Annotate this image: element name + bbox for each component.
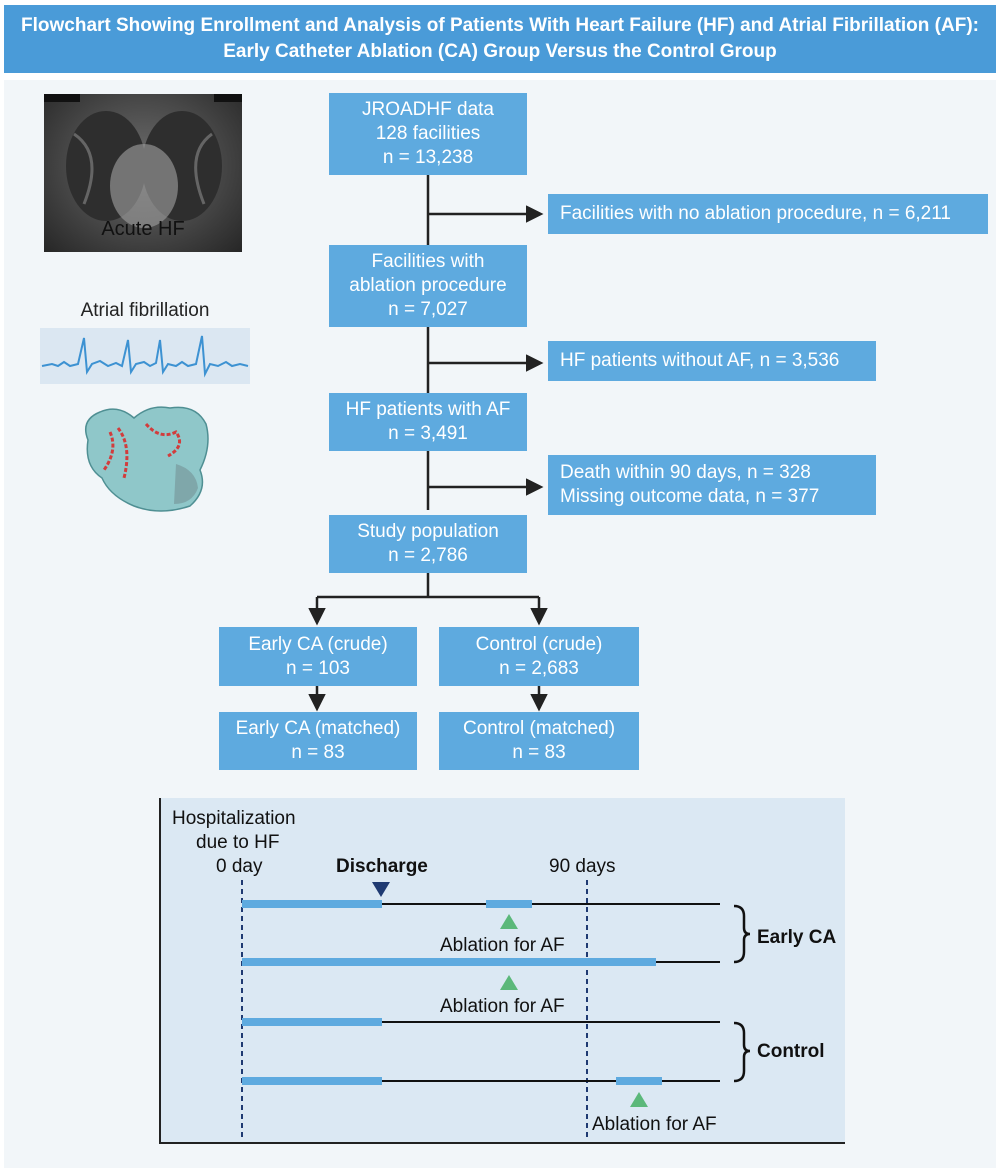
- box-jroadhf-line3: n = 13,238: [382, 147, 474, 168]
- box-study-line1: Study population: [357, 521, 499, 542]
- box-facilities-line1: Facilities with: [371, 251, 485, 272]
- box-hf-af-line1: HF patients with AF: [345, 399, 511, 420]
- box-facilities-line2: ablation procedure: [349, 275, 507, 296]
- ablation-triangle-icon: [500, 914, 518, 929]
- chest-xray-image: Acute HF: [44, 94, 242, 252]
- control-matched-line1: Control (matched): [462, 718, 616, 739]
- ablation-triangle-icon: [500, 975, 518, 990]
- discharge-triangle-icon: [372, 882, 390, 897]
- box-hf-with-af: HF patients with AF n = 3,491: [329, 393, 527, 451]
- hospitalization-label-line1: Hospitalization: [172, 808, 296, 829]
- row2-hospital-bar: [242, 958, 656, 966]
- box-early-ca-matched: Early CA (matched) n = 83: [219, 712, 417, 770]
- box-jroadhf-line2: 128 facilities: [375, 123, 481, 144]
- box-jroadhf-data: JROADHF data 128 facilities n = 13,238: [329, 93, 527, 175]
- exclusion-3-line1: Death within 90 days, n = 328: [560, 462, 811, 483]
- row4-hospital-bar: [242, 1077, 382, 1085]
- box-study-population: Study population n = 2,786: [329, 515, 527, 573]
- ablation-label-3: Ablation for AF: [592, 1114, 717, 1135]
- ablation-triangle-icon: [630, 1092, 648, 1107]
- brace-control-icon: [733, 1021, 751, 1083]
- box-jroadhf-line1: JROADHF data: [362, 99, 494, 120]
- group-early-ca-label: Early CA: [757, 927, 837, 948]
- day-0-label: 0 day: [216, 856, 263, 877]
- exclusion-1-text: Facilities with no ablation procedure, n…: [560, 203, 951, 224]
- ecg-title: Atrial fibrillation: [80, 300, 210, 321]
- exclusion-3-line2: Missing outcome data, n = 377: [560, 486, 820, 507]
- figure-title: Flowchart Showing Enrollment and Analysi…: [4, 5, 996, 73]
- xray-lungs-icon: [44, 94, 242, 228]
- discharge-label: Discharge: [336, 856, 428, 877]
- box-exclusion-death-missing: Death within 90 days, n = 328 Missing ou…: [548, 455, 876, 515]
- box-control-matched: Control (matched) n = 83: [439, 712, 639, 770]
- day-90-label: 90 days: [549, 856, 616, 877]
- box-facilities-with-ablation: Facilities with ablation procedure n = 7…: [329, 245, 527, 327]
- heart-model-icon: [85, 406, 209, 512]
- row1-hospital-bar: [242, 900, 382, 908]
- early-crude-line2: n = 103: [286, 657, 350, 679]
- box-exclusion-without-af: HF patients without AF, n = 3,536: [548, 341, 876, 381]
- control-crude-line1: Control (crude): [475, 633, 603, 655]
- box-hf-af-line2: n = 3,491: [388, 423, 468, 444]
- box-study-line2: n = 2,786: [388, 545, 468, 566]
- exclusion-2-text: HF patients without AF, n = 3,536: [560, 350, 840, 371]
- figure-title-line-2: Early Catheter Ablation (CA) Group Versu…: [223, 41, 777, 62]
- box-facilities-line3: n = 7,027: [388, 299, 468, 320]
- early-matched-line1: Early CA (matched): [235, 718, 401, 739]
- control-crude-line2: n = 2,683: [499, 657, 579, 679]
- xray-label: Acute HF: [101, 218, 185, 240]
- ecg-wave-icon: [41, 335, 249, 378]
- early-matched-line2: n = 83: [291, 742, 345, 763]
- figure-title-line-1: Flowchart Showing Enrollment and Analysi…: [21, 15, 979, 36]
- brace-early-ca-icon: [733, 904, 751, 964]
- row4-ablation-bar: [616, 1077, 662, 1085]
- row3-hospital-bar: [242, 1018, 382, 1026]
- group-control-label: Control: [757, 1041, 825, 1062]
- control-matched-line2: n = 83: [512, 742, 566, 763]
- ecg-trace: [40, 328, 250, 384]
- ablation-label-2: Ablation for AF: [440, 996, 565, 1017]
- row1-ablation-bar: [486, 900, 532, 908]
- early-crude-line1: Early CA (crude): [248, 633, 388, 655]
- timeline-panel: [159, 798, 845, 1144]
- box-control-crude: Control (crude) n = 2,683: [439, 627, 639, 686]
- hospitalization-label-line2: due to HF: [196, 832, 280, 853]
- ablation-label-1: Ablation for AF: [440, 935, 565, 956]
- box-exclusion-no-ablation: Facilities with no ablation procedure, n…: [548, 194, 988, 234]
- box-early-ca-crude: Early CA (crude) n = 103: [219, 627, 417, 686]
